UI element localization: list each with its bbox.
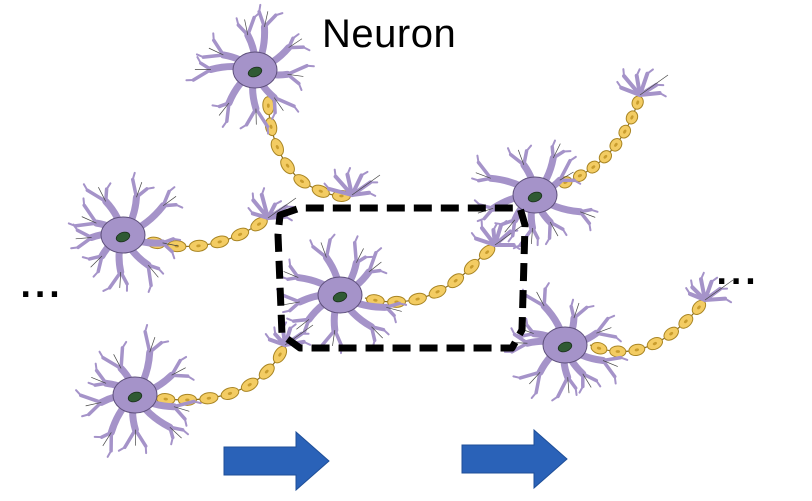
- diagram-title: Neuron: [322, 12, 457, 56]
- neuron-bottom-right: [503, 271, 734, 402]
- right-ellipsis: ...: [716, 257, 760, 292]
- neuron-top-right: [471, 68, 669, 250]
- right-arrow-icon: [461, 428, 568, 490]
- neuron-bottom-left: [75, 321, 314, 458]
- left-ellipsis: ...: [20, 270, 64, 305]
- neuron-left: [67, 171, 297, 293]
- neuron-top: [185, 3, 381, 202]
- neuron-center: [275, 220, 524, 355]
- right-arrow-icon: [223, 430, 330, 492]
